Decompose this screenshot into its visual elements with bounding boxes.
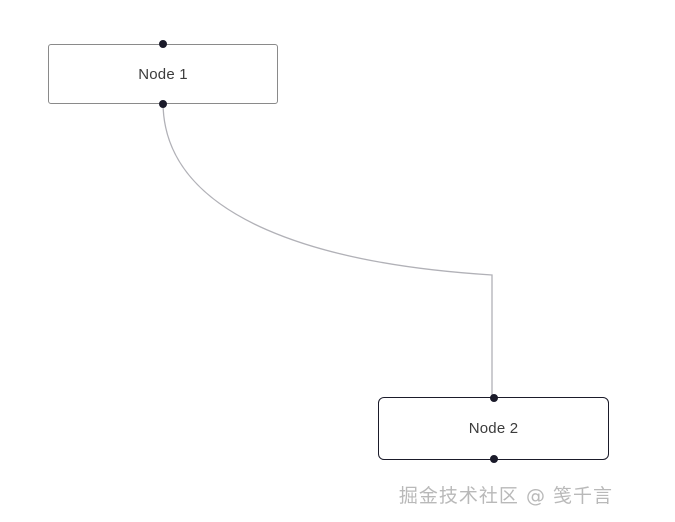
handle-bottom-node-1[interactable] — [159, 100, 167, 108]
flow-node-node-1[interactable]: Node 1 — [48, 40, 278, 108]
handle-top-node-2[interactable] — [489, 394, 498, 402]
edge-node1-node2[interactable] — [162, 101, 493, 398]
flow-node-node-2[interactable]: Node 2 — [378, 394, 609, 463]
handle-bottom-node-2[interactable] — [489, 455, 498, 463]
watermark-text: 掘金技术社区 @ 笺千言 — [398, 485, 613, 507]
node-label: Node 2 — [468, 420, 519, 437]
handle-top-node-1[interactable] — [159, 40, 167, 48]
node-label: Node 1 — [138, 65, 188, 83]
